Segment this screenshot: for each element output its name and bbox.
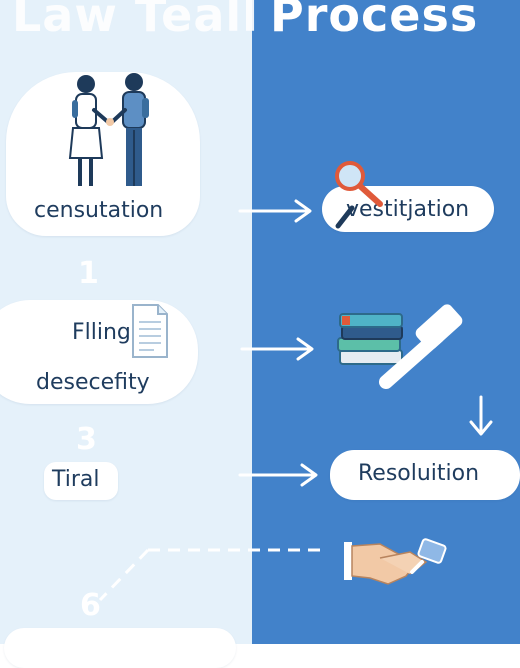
consultation-card xyxy=(6,72,200,236)
title-left: Law Teall xyxy=(12,0,259,42)
resolution-pill xyxy=(330,450,520,500)
resolution-label: Resoluition xyxy=(358,461,480,486)
step-number-1: 1 xyxy=(78,256,99,291)
step-number-6: 6 xyxy=(80,588,101,623)
title-right: Process xyxy=(270,0,479,42)
magnifier-icon xyxy=(335,161,383,229)
step-number-3: 3 xyxy=(76,422,97,457)
trial-label: Tiral xyxy=(52,467,100,492)
filing-label: Flling xyxy=(72,320,131,345)
dashed-connector xyxy=(98,548,324,602)
arrow-to-gavel xyxy=(240,337,314,361)
document-icon xyxy=(132,304,168,358)
trial-pill xyxy=(44,462,118,500)
arrow-to-resolution xyxy=(238,463,318,487)
discovery-label: desecefity xyxy=(36,370,150,395)
consultation-label: censutation xyxy=(34,198,164,223)
investigation-label: vestitjation xyxy=(346,197,470,222)
handshake-icon xyxy=(344,538,447,585)
arrow-down xyxy=(469,395,493,436)
handshake-people-icon xyxy=(68,73,149,186)
arrow-to-investigation xyxy=(238,199,312,223)
bottom-card xyxy=(4,628,236,668)
gavel-books-icon xyxy=(337,304,463,389)
